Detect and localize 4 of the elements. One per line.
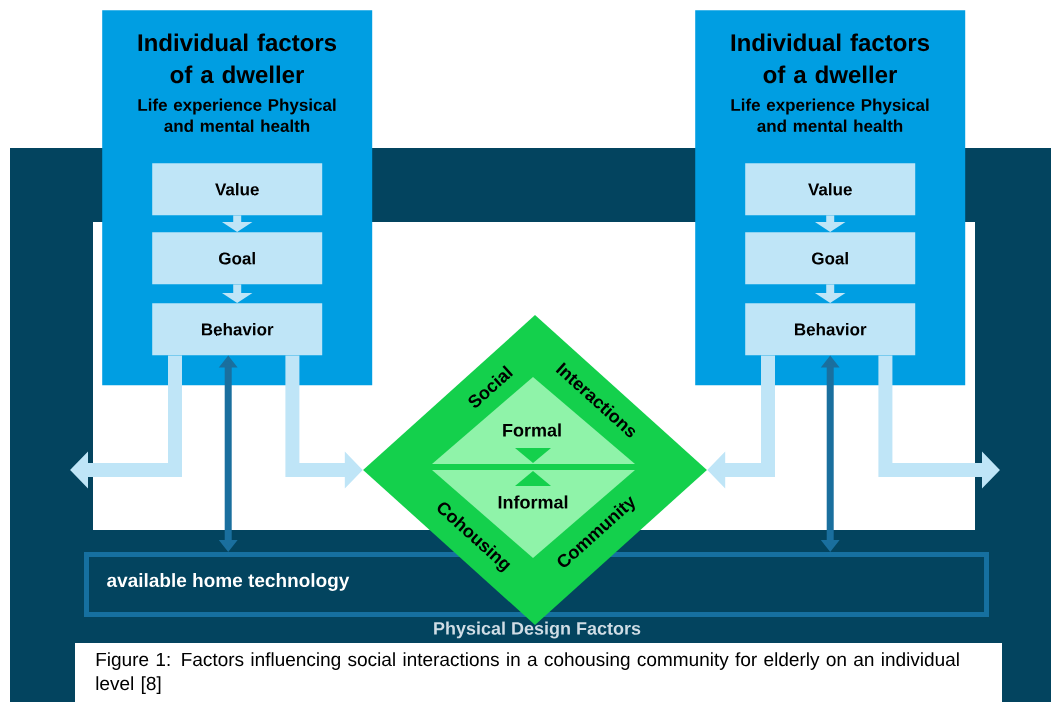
caption: Figure 1: Factors influencing social interactions in a cohousing community for elderly on an individual level [8] — [75, 643, 1002, 702]
process-box: Value — [152, 163, 323, 216]
process-box: Value — [745, 163, 916, 216]
arrow — [70, 355, 182, 489]
